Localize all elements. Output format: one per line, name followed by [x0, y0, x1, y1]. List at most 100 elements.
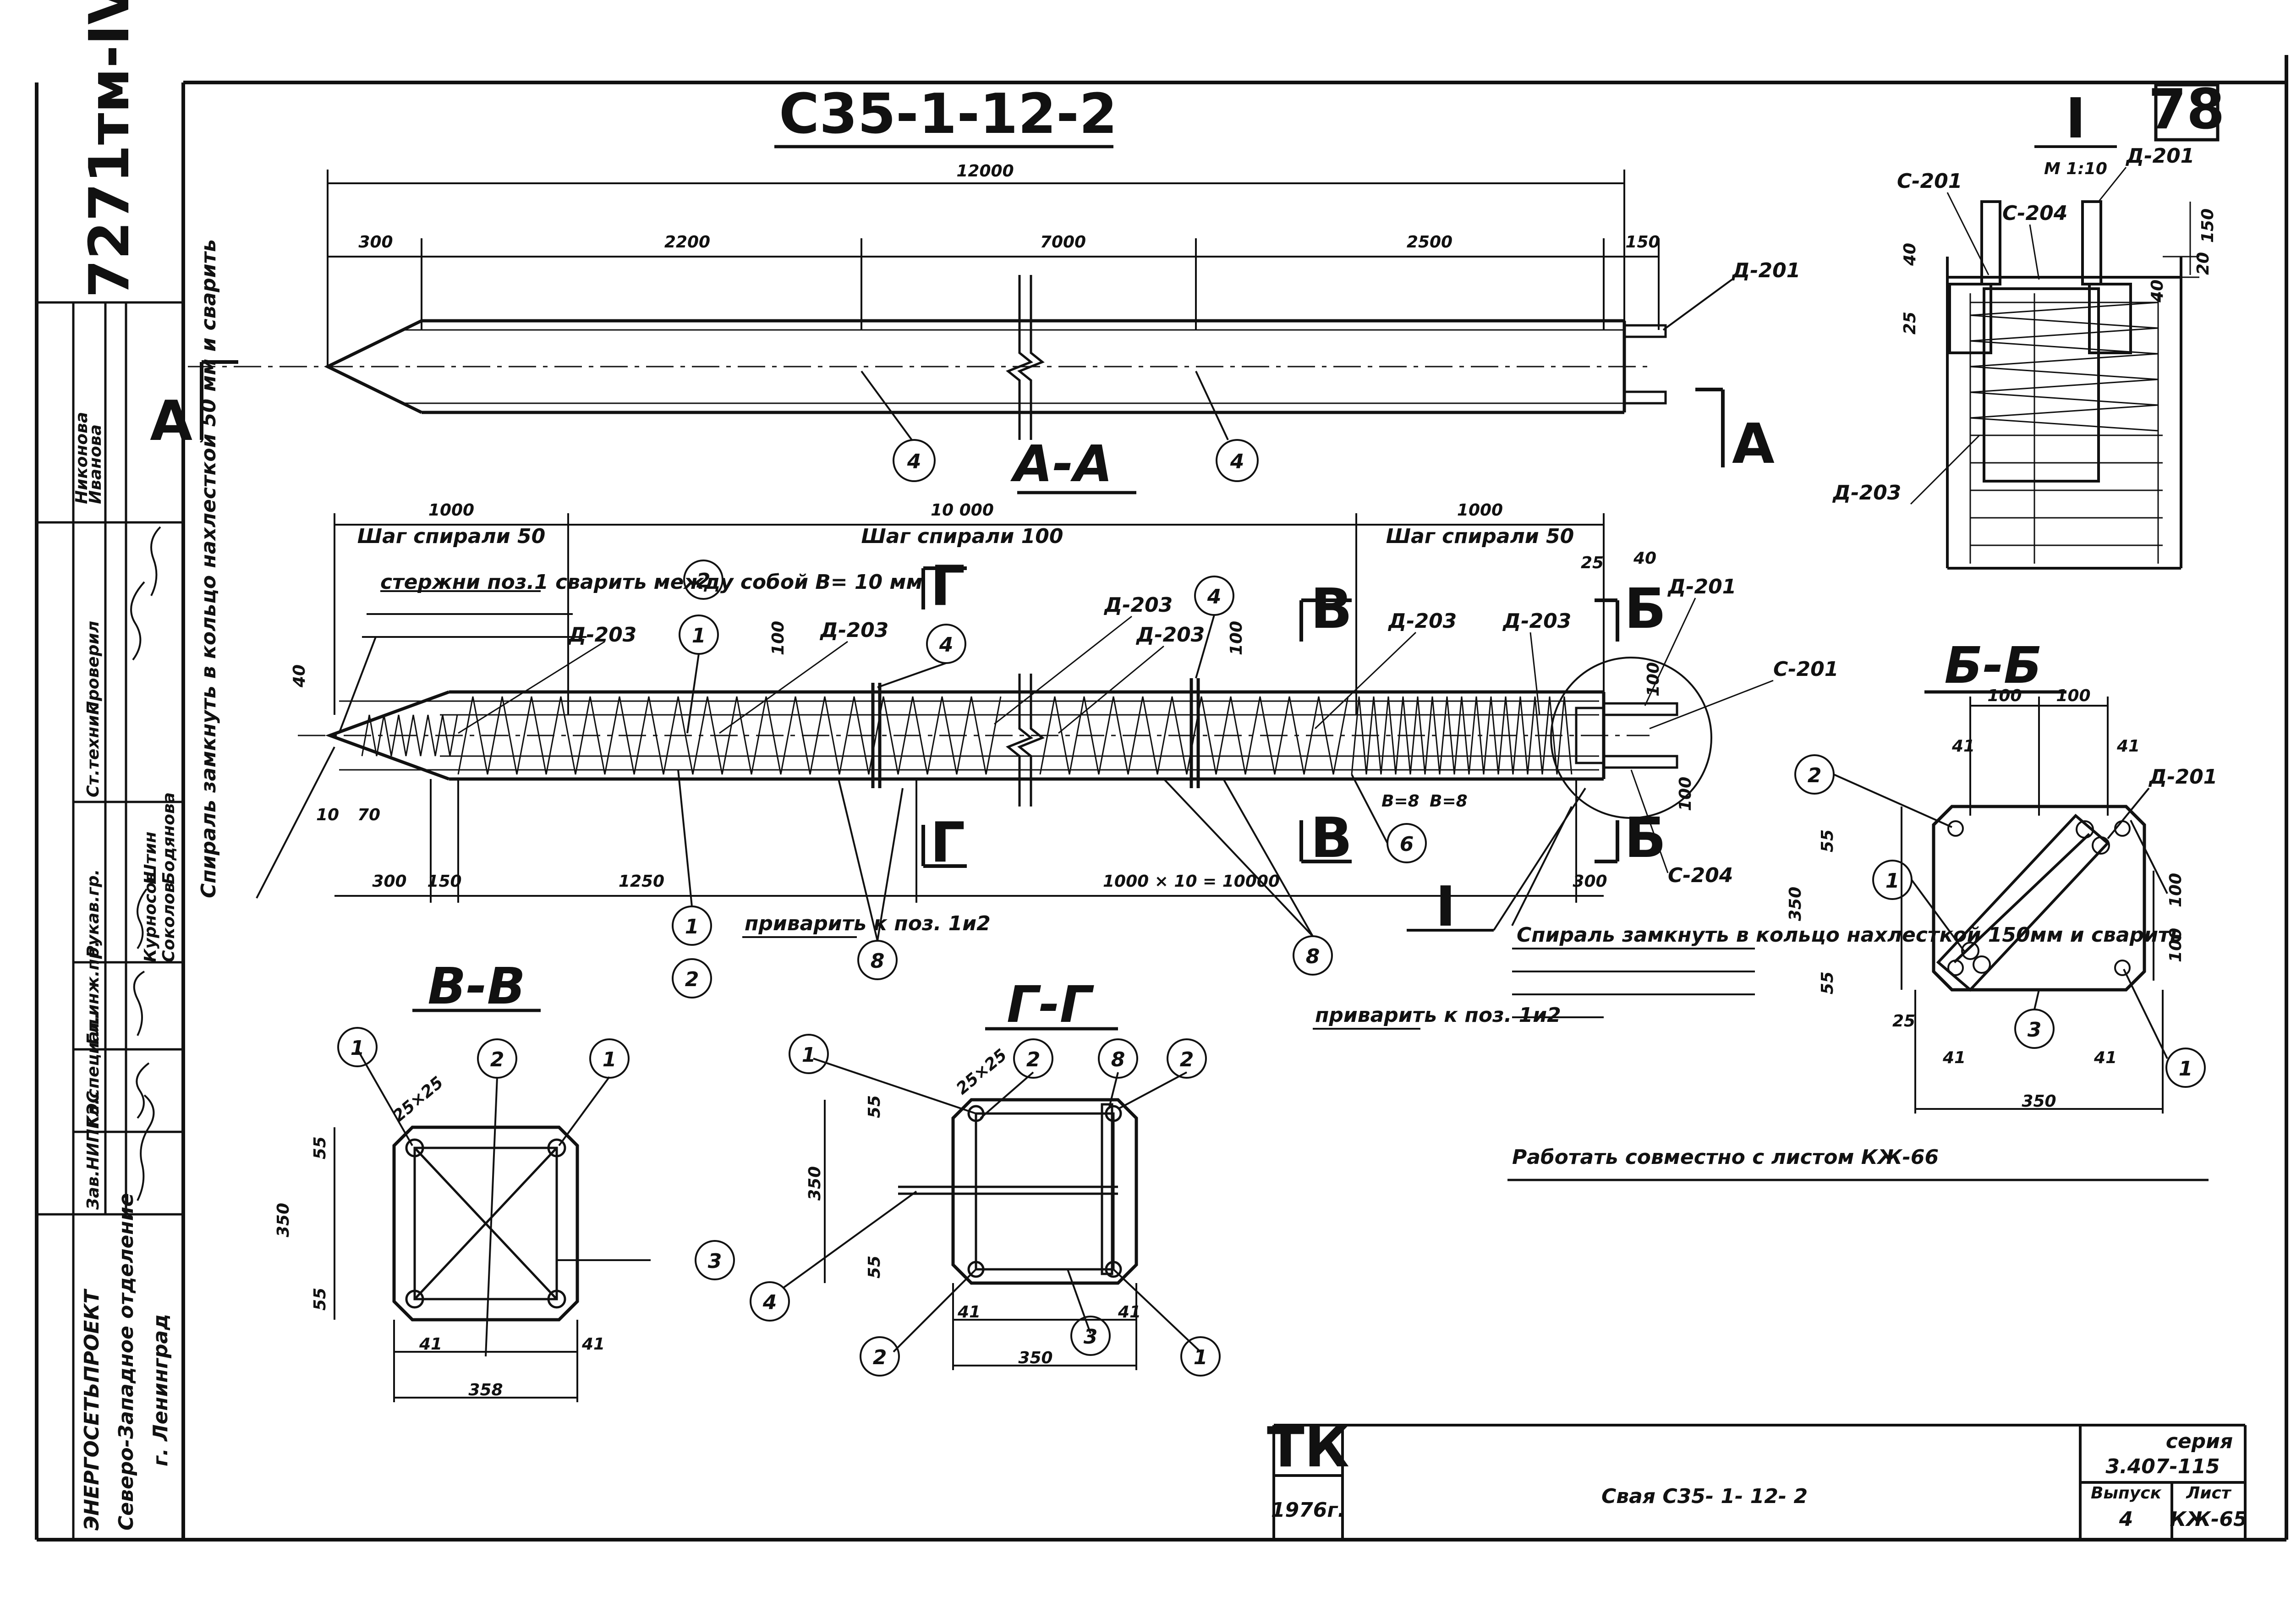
vv-mark-3: 3 [708, 1250, 722, 1273]
cut-b-top: Б [1624, 577, 1666, 641]
cut-g-bottom: Г [930, 811, 965, 875]
aa-dim-step: 1000 × 10 = 10000 [1103, 872, 1280, 891]
aa-dim-100d: 100 [1676, 777, 1695, 811]
title-block: ТК 1976г. Свая С35- 1- 12- 2 серия 3.407… [1267, 1416, 2247, 1540]
weld-note-1: приварить к поз. 1и2 [745, 912, 991, 935]
vv-dim-25x25: 25×25 [389, 1073, 447, 1126]
dim-150: 150 [1625, 233, 1660, 252]
org-branch: Северо-Западное отделение [115, 1193, 138, 1531]
aa-dim-40: 40 [290, 664, 309, 688]
section-gg-label: Г-Г [1007, 975, 1094, 1034]
bb-dim-350h: 350 [2022, 1092, 2056, 1111]
aa-d201: Д-201 [1667, 575, 1736, 598]
spiral-segment [457, 696, 1002, 775]
weld-note: стержни поз.1 сварить между собой В= 10 … [380, 571, 922, 594]
detail-dim-40: 40 [1901, 243, 1919, 266]
vv-dim-41b: 41 [581, 1335, 605, 1354]
aa-dim-70: 70 [357, 806, 380, 824]
bb-mark-3: 3 [2028, 1018, 2042, 1042]
bb-dim-350v: 350 [1786, 887, 1805, 921]
section-vv-label: В-В [428, 957, 525, 1015]
bb-dim-25: 25 [1892, 1012, 1915, 1031]
aa-d203-f: Д-203 [1502, 609, 1571, 633]
detail-i-circle [1550, 657, 1712, 819]
spiral-note-left: Спираль замкнуть в кольцо нахлесткой 50 … [197, 239, 220, 898]
bb-dim-41d: 41 [2094, 1048, 2117, 1067]
aa-step-right: Шаг спирали 50 [1386, 525, 1574, 548]
bb-dim-55b: 55 [1818, 971, 1837, 994]
detail-i-scale: М 1:10 [2044, 159, 2107, 178]
gg-dim-41b: 41 [1118, 1303, 1141, 1322]
bb-dim-100a: 100 [1987, 686, 2022, 705]
bb-dim-41c: 41 [1942, 1048, 1966, 1067]
bb-dim-100c: 100 [2166, 873, 2185, 907]
weld-note-box: стержни поз.1 сварить между собой В= 10 … [338, 571, 922, 734]
aa-dim-b8b: В=8 [1430, 792, 1468, 811]
bb-dim-55a: 55 [1818, 829, 1837, 852]
aa-mark-2a: 2 [696, 569, 711, 593]
vv-dim-55a: 55 [311, 1136, 329, 1159]
role-2: Гл.специал. [84, 1013, 103, 1127]
aa-dim-300a: 300 [372, 872, 406, 891]
detail-c204: С-204 [2002, 202, 2067, 225]
dim-12000: 12000 [956, 162, 1014, 181]
spiral-segment [1351, 696, 1573, 775]
elev-d201: Д-201 [1731, 259, 1800, 282]
gg-mark-1b: 1 [1194, 1346, 1208, 1369]
bb-mark-2: 2 [1808, 764, 1822, 787]
name-1: Курносов [141, 872, 160, 962]
tb-name: Свая С35- 1- 12- 2 [1601, 1485, 1808, 1508]
sheet-number-box: 78 [2148, 78, 2225, 142]
aa-dim-10: 10 [316, 806, 339, 824]
gg-mark-2b: 2 [1180, 1048, 1194, 1071]
aa-mark-8a: 8 [871, 949, 885, 973]
name-2: Штин [141, 832, 160, 884]
elev-mark-4a: 4 [907, 450, 921, 473]
section-aa-label: А-А [1010, 434, 1113, 493]
aa-d203-d: Д-203 [1135, 623, 1205, 647]
bb-dim-41b: 41 [2116, 737, 2140, 756]
section-vv: В-В 25×25 55 55 350 41 41 358 [274, 957, 735, 1402]
vv-mark-1a: 1 [351, 1037, 365, 1060]
dim-300: 300 [358, 233, 393, 252]
vv-dim-350: 350 [274, 1203, 293, 1237]
gg-mark-4: 4 [762, 1291, 777, 1314]
tb-issue-label: Выпуск [2091, 1484, 2162, 1503]
detail-c201: С-201 [1897, 170, 1962, 193]
detail-i-label: I [2066, 87, 2086, 151]
detail-spiral-segment [1970, 302, 2159, 432]
aa-dim-25: 25 [1581, 554, 1604, 572]
weld-note-2: приварить к поз. 1и2 [1315, 1004, 1561, 1027]
gg-dim-55a: 55 [865, 1095, 884, 1118]
bb-dim-41a: 41 [1951, 737, 1975, 756]
tb-series-label: серия [2166, 1430, 2233, 1453]
org-name: ЭНЕРГОСЕТЬПРОЕКТ [80, 1289, 104, 1531]
aa-step-left: Шаг спирали 50 [357, 525, 545, 548]
gg-dim-25x25: 25×25 [953, 1046, 1010, 1098]
detail-i-mark: I [1436, 875, 1456, 939]
aa-dim-100a: 100 [769, 621, 788, 655]
dim-2500: 2500 [1407, 233, 1452, 252]
aa-step-mid: Шаг спирали 100 [861, 525, 1063, 548]
spiral-segment [1039, 696, 1349, 775]
role-5: Ст.техник [84, 703, 103, 797]
aa-c201: С-201 [1773, 658, 1838, 681]
detail-d203: Д-203 [1832, 481, 1901, 505]
aa-dim-1250: 1250 [619, 872, 664, 891]
aa-dim-300b: 300 [1573, 872, 1607, 891]
aa-dim-1000-right: 1000 [1457, 501, 1503, 520]
bb-d201: Д-201 [2148, 765, 2217, 789]
cut-a-right: А [1732, 412, 1775, 476]
gg-dim-350h: 350 [1018, 1349, 1052, 1367]
role-4: Рукав.гр. [84, 869, 103, 958]
role-6: Проверил [84, 621, 103, 715]
tb-sheet-label: Лист [2186, 1484, 2231, 1503]
spiral-reinforcement [361, 696, 1573, 775]
aa-mark-4a: 4 [939, 633, 954, 657]
name-6: Никонова [72, 412, 91, 504]
vv-dim-55b: 55 [311, 1288, 329, 1311]
gg-dim-41a: 41 [957, 1303, 981, 1322]
detail-dim-25: 25 [1901, 312, 1919, 335]
section-bb: Б-Б 100 100 41 41 [1786, 636, 2217, 1114]
gg-mark-2c: 2 [873, 1346, 887, 1369]
